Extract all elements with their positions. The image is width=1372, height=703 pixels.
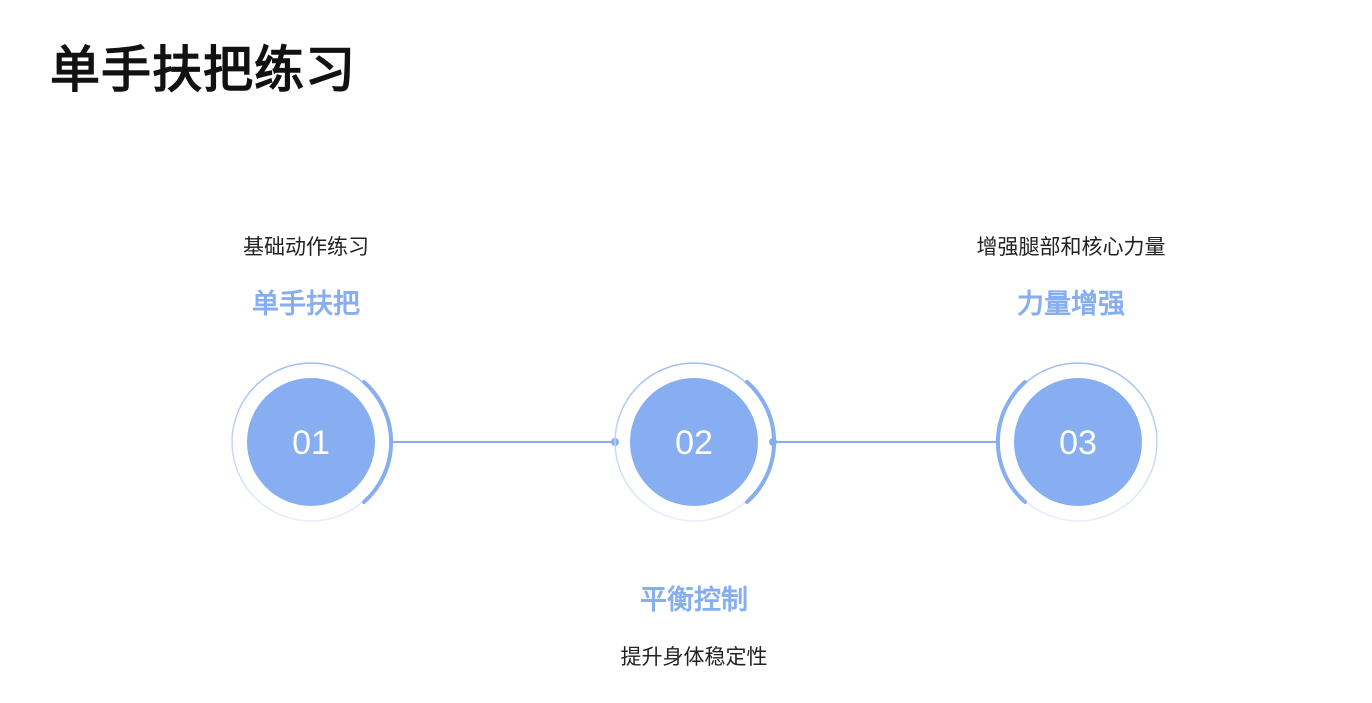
- step-3-number: 03: [1059, 424, 1097, 462]
- step-1-heading: 单手扶把: [252, 289, 360, 320]
- step-1-description: 基础动作练习: [243, 235, 369, 259]
- step-3-node: 03: [995, 362, 1158, 522]
- step-3-description: 增强腿部和核心力量: [976, 235, 1166, 259]
- step-2-heading: 平衡控制: [640, 585, 748, 616]
- step-1-node: 01: [231, 362, 394, 522]
- step-3-heading: 力量增强: [1017, 289, 1125, 320]
- step-2-node: 02: [614, 362, 777, 522]
- page-title: 单手扶把练习: [50, 41, 356, 99]
- step-2-number: 02: [675, 424, 713, 462]
- step-1-number: 01: [292, 424, 330, 462]
- step-circle: [247, 378, 375, 506]
- step-2-description: 提升身体稳定性: [620, 645, 768, 669]
- accent-arc: [995, 380, 1027, 504]
- accent-arc: [745, 380, 777, 504]
- accent-arc: [362, 380, 394, 504]
- step-circle: [1014, 378, 1142, 506]
- step-circle: [630, 378, 758, 506]
